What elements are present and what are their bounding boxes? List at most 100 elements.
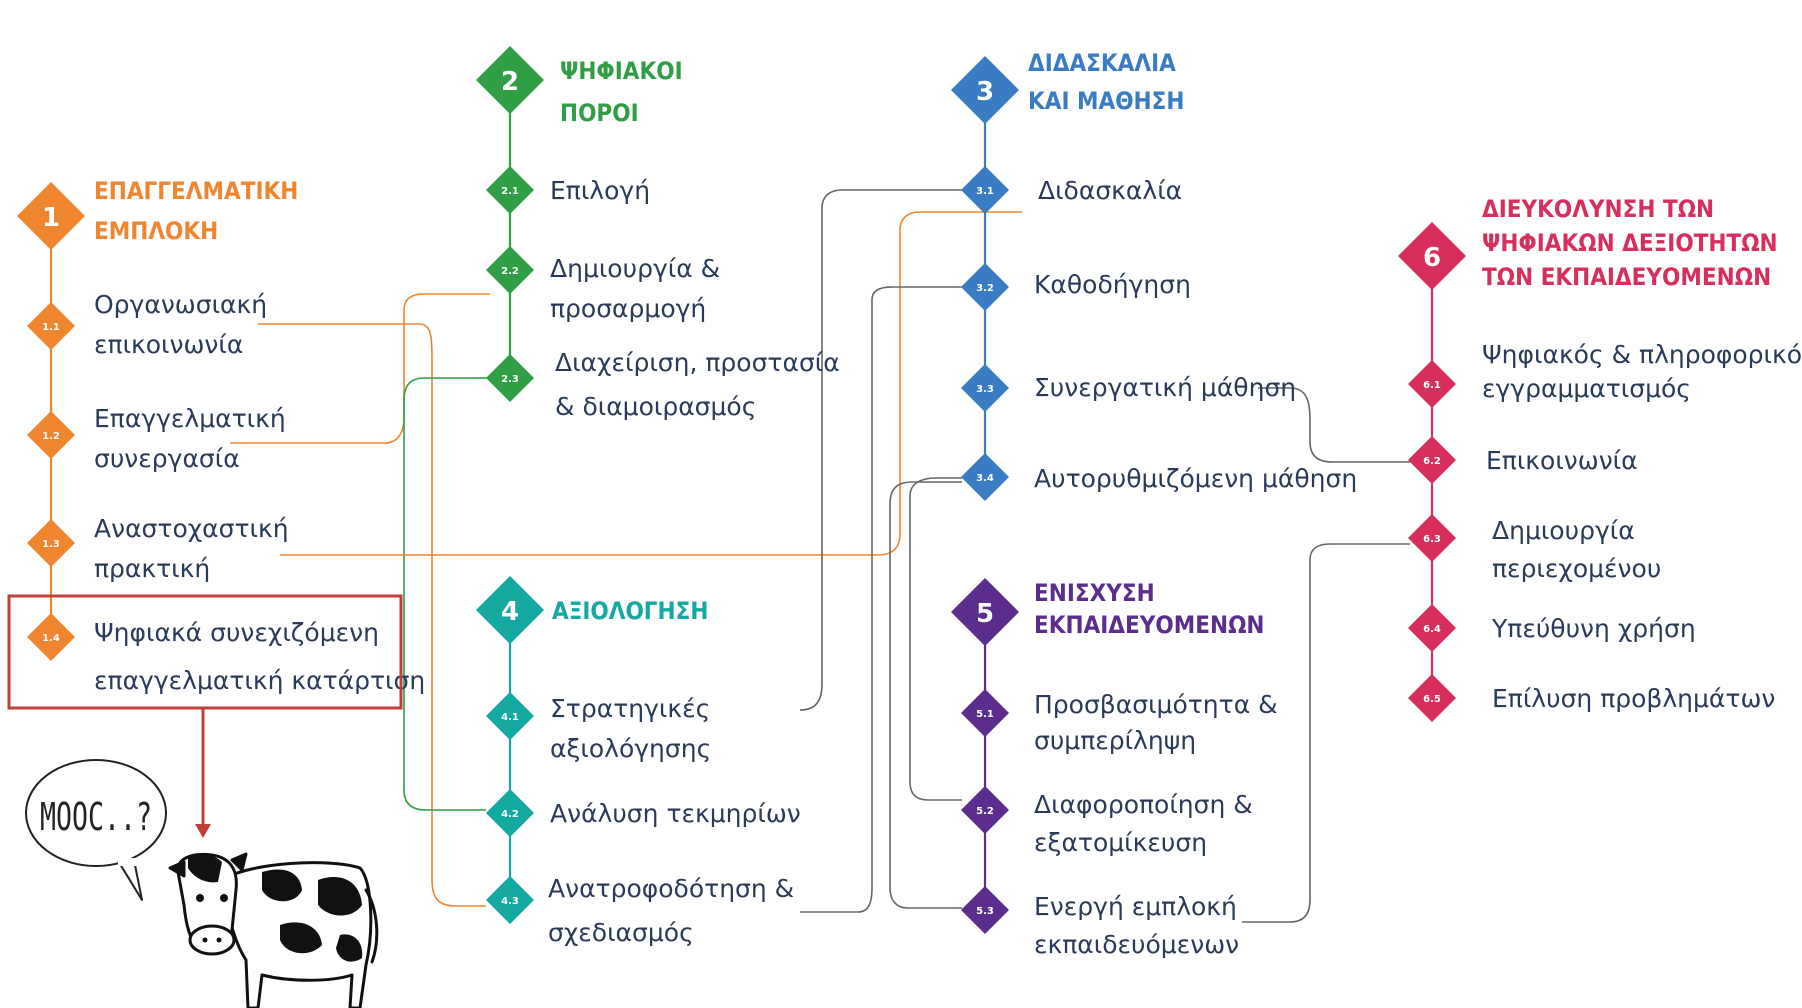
item-4.1-diamond — [486, 692, 534, 740]
item-6.5-label: Επίλυση προβλημάτων — [1492, 684, 1775, 713]
item-5.2-diamond — [961, 786, 1009, 834]
item-6.3-diamond — [1408, 514, 1456, 562]
item-6.3-code: 6.3 — [1423, 534, 1441, 545]
area-2-number: 2 — [501, 67, 519, 97]
item-1.3-diamond — [27, 519, 75, 567]
area-3-title: ΚΑΙ ΜΑΘΗΣΗ — [1028, 87, 1184, 115]
item-2.3-label: Διαχείριση, προστασία — [555, 348, 840, 377]
connector-lines — [230, 189, 1410, 923]
item-4.1-label: Στρατηγικές — [550, 694, 710, 723]
item-1.3-code: 1.3 — [42, 539, 60, 550]
item-1.3-label: Αναστοχαστική — [94, 514, 289, 543]
item-1.4-label: επαγγελματική κατάρτιση — [94, 666, 425, 695]
item-2.2-label: προσαρμογή — [550, 294, 706, 323]
item-6.2-code: 6.2 — [1423, 456, 1441, 467]
diagram-nodes: 11.11.21.31.422.12.22.333.13.23.33.444.1… — [17, 46, 1466, 934]
item-5.3-diamond — [961, 886, 1009, 934]
area-4-number: 4 — [501, 597, 519, 627]
item-5.3-label: εκπαιδευόμενων — [1034, 930, 1239, 959]
item-6.2-diamond — [1408, 436, 1456, 484]
area-5-diamond — [951, 578, 1019, 646]
item-1.4-label: Ψηφιακά συνεχιζόμενη — [94, 618, 379, 647]
item-1.2-code: 1.2 — [42, 431, 60, 442]
item-3.4-label: Αυτορυθμιζόμενη μάθηση — [1034, 464, 1357, 493]
connector-line — [258, 323, 486, 907]
item-3.2-code: 3.2 — [976, 283, 994, 294]
item-5.3-code: 5.3 — [976, 906, 994, 917]
area-1-number: 1 — [42, 203, 60, 233]
diagram-labels: ΕΠΑΓΓΕΛΜΑΤΙΚΗΕΜΠΛΟΚΗΟργανωσιακήεπικοινων… — [94, 49, 1802, 959]
highlight-box — [7, 594, 403, 710]
item-6.3-label: Δημιουργία — [1492, 516, 1635, 545]
area-5-title: ΕΚΠΑΙΔΕΥΟΜΕΝΩΝ — [1034, 611, 1264, 639]
item-3.1-label: Διδασκαλία — [1038, 176, 1182, 205]
item-1.2-label: Επαγγελματική — [94, 404, 286, 433]
item-4.3-label: Ανατροφοδότηση & — [548, 874, 794, 903]
connector-line — [403, 377, 486, 811]
item-2.2-code: 2.2 — [501, 266, 519, 277]
item-3.3-code: 3.3 — [976, 384, 994, 395]
connector-line — [799, 189, 962, 711]
connector-line — [800, 286, 962, 913]
item-5.1-label: συμπερίληψη — [1034, 726, 1196, 755]
connector-line — [889, 481, 962, 909]
item-5.2-label: Διαφοροποίηση & — [1034, 790, 1253, 819]
connector-line — [909, 477, 962, 801]
item-6.1-label: εγγραμματισμός — [1482, 374, 1691, 403]
area-6-title: ΤΩΝ ΕΚΠΑΙΔΕΥΟΜΕΝΩΝ — [1482, 263, 1771, 291]
item-3.4-diamond — [961, 453, 1009, 501]
item-4.1-code: 4.1 — [501, 712, 519, 723]
item-6.1-label: Ψηφιακός & πληροφορικός — [1482, 340, 1802, 369]
item-6.3-label: περιεχομένου — [1492, 554, 1661, 583]
area-6-title: ΔΙΕΥΚΟΛΥΝΣΗ ΤΩΝ — [1482, 195, 1714, 223]
speech-bubble: MOOC..? — [25, 759, 167, 901]
item-3.2-label: Καθοδήγηση — [1034, 270, 1191, 299]
item-5.1-label: Προσβασιμότητα & — [1034, 690, 1278, 719]
item-2.1-label: Επιλογή — [550, 176, 650, 205]
area-3-title: ΔΙΔΑΣΚΑΛΙΑ — [1028, 49, 1176, 77]
speech-bubble-text: MOOC..? — [40, 795, 152, 839]
area-5-title: ΕΝΙΣΧΥΣΗ — [1034, 579, 1155, 607]
item-3.3-diamond — [961, 364, 1009, 412]
item-6.4-label: Υπεύθυνη χρήση — [1491, 614, 1696, 643]
item-1.1-code: 1.1 — [42, 322, 60, 333]
area-3-diamond — [951, 56, 1019, 124]
area-3-number: 3 — [976, 77, 994, 107]
item-4.1-label: αξιολόγησης — [550, 734, 711, 763]
item-2.3-diamond — [486, 354, 534, 402]
item-6.1-code: 6.1 — [1423, 380, 1441, 391]
item-1.4-code: 1.4 — [42, 633, 60, 644]
connector-line — [230, 293, 490, 444]
area-5-number: 5 — [976, 599, 994, 629]
area-2-diamond — [476, 46, 544, 114]
item-2.3-label: & διαμοιρασμός — [555, 392, 756, 421]
item-2.2-label: Δημιουργία & — [550, 254, 720, 283]
item-1.4-diamond — [27, 613, 75, 661]
connector-line — [280, 211, 1022, 556]
item-3.2-diamond — [961, 263, 1009, 311]
item-4.2-label: Ανάλυση τεκμηρίων — [550, 799, 801, 828]
item-3.1-code: 3.1 — [976, 186, 994, 197]
item-3.3-label: Συνεργατική μάθηση — [1034, 373, 1296, 402]
highlight-arrow-head — [195, 824, 211, 838]
area-1-title: ΕΜΠΛΟΚΗ — [94, 217, 218, 245]
connector-line — [1258, 387, 1410, 463]
area-6-number: 6 — [1423, 243, 1441, 273]
item-4.2-diamond — [486, 789, 534, 837]
item-5.3-label: Ενεργή εμπλοκή — [1034, 892, 1237, 921]
item-6.1-diamond — [1408, 360, 1456, 408]
item-3.1-diamond — [961, 166, 1009, 214]
cow-illustration — [168, 852, 379, 1008]
item-1.1-label: Οργανωσιακή — [94, 290, 267, 319]
item-1.2-label: συνεργασία — [94, 444, 240, 473]
area-1-diamond — [17, 182, 85, 250]
item-2.3-code: 2.3 — [501, 374, 519, 385]
area-4-title: ΑΞΙΟΛΟΓΗΣΗ — [552, 597, 708, 625]
area-2-title: ΨΗΦΙΑΚΟΙ — [560, 57, 683, 85]
item-4.2-code: 4.2 — [501, 809, 519, 820]
item-6.4-diamond — [1408, 604, 1456, 652]
item-2.1-diamond — [486, 166, 534, 214]
item-5.1-diamond — [961, 689, 1009, 737]
item-1.2-diamond — [27, 411, 75, 459]
